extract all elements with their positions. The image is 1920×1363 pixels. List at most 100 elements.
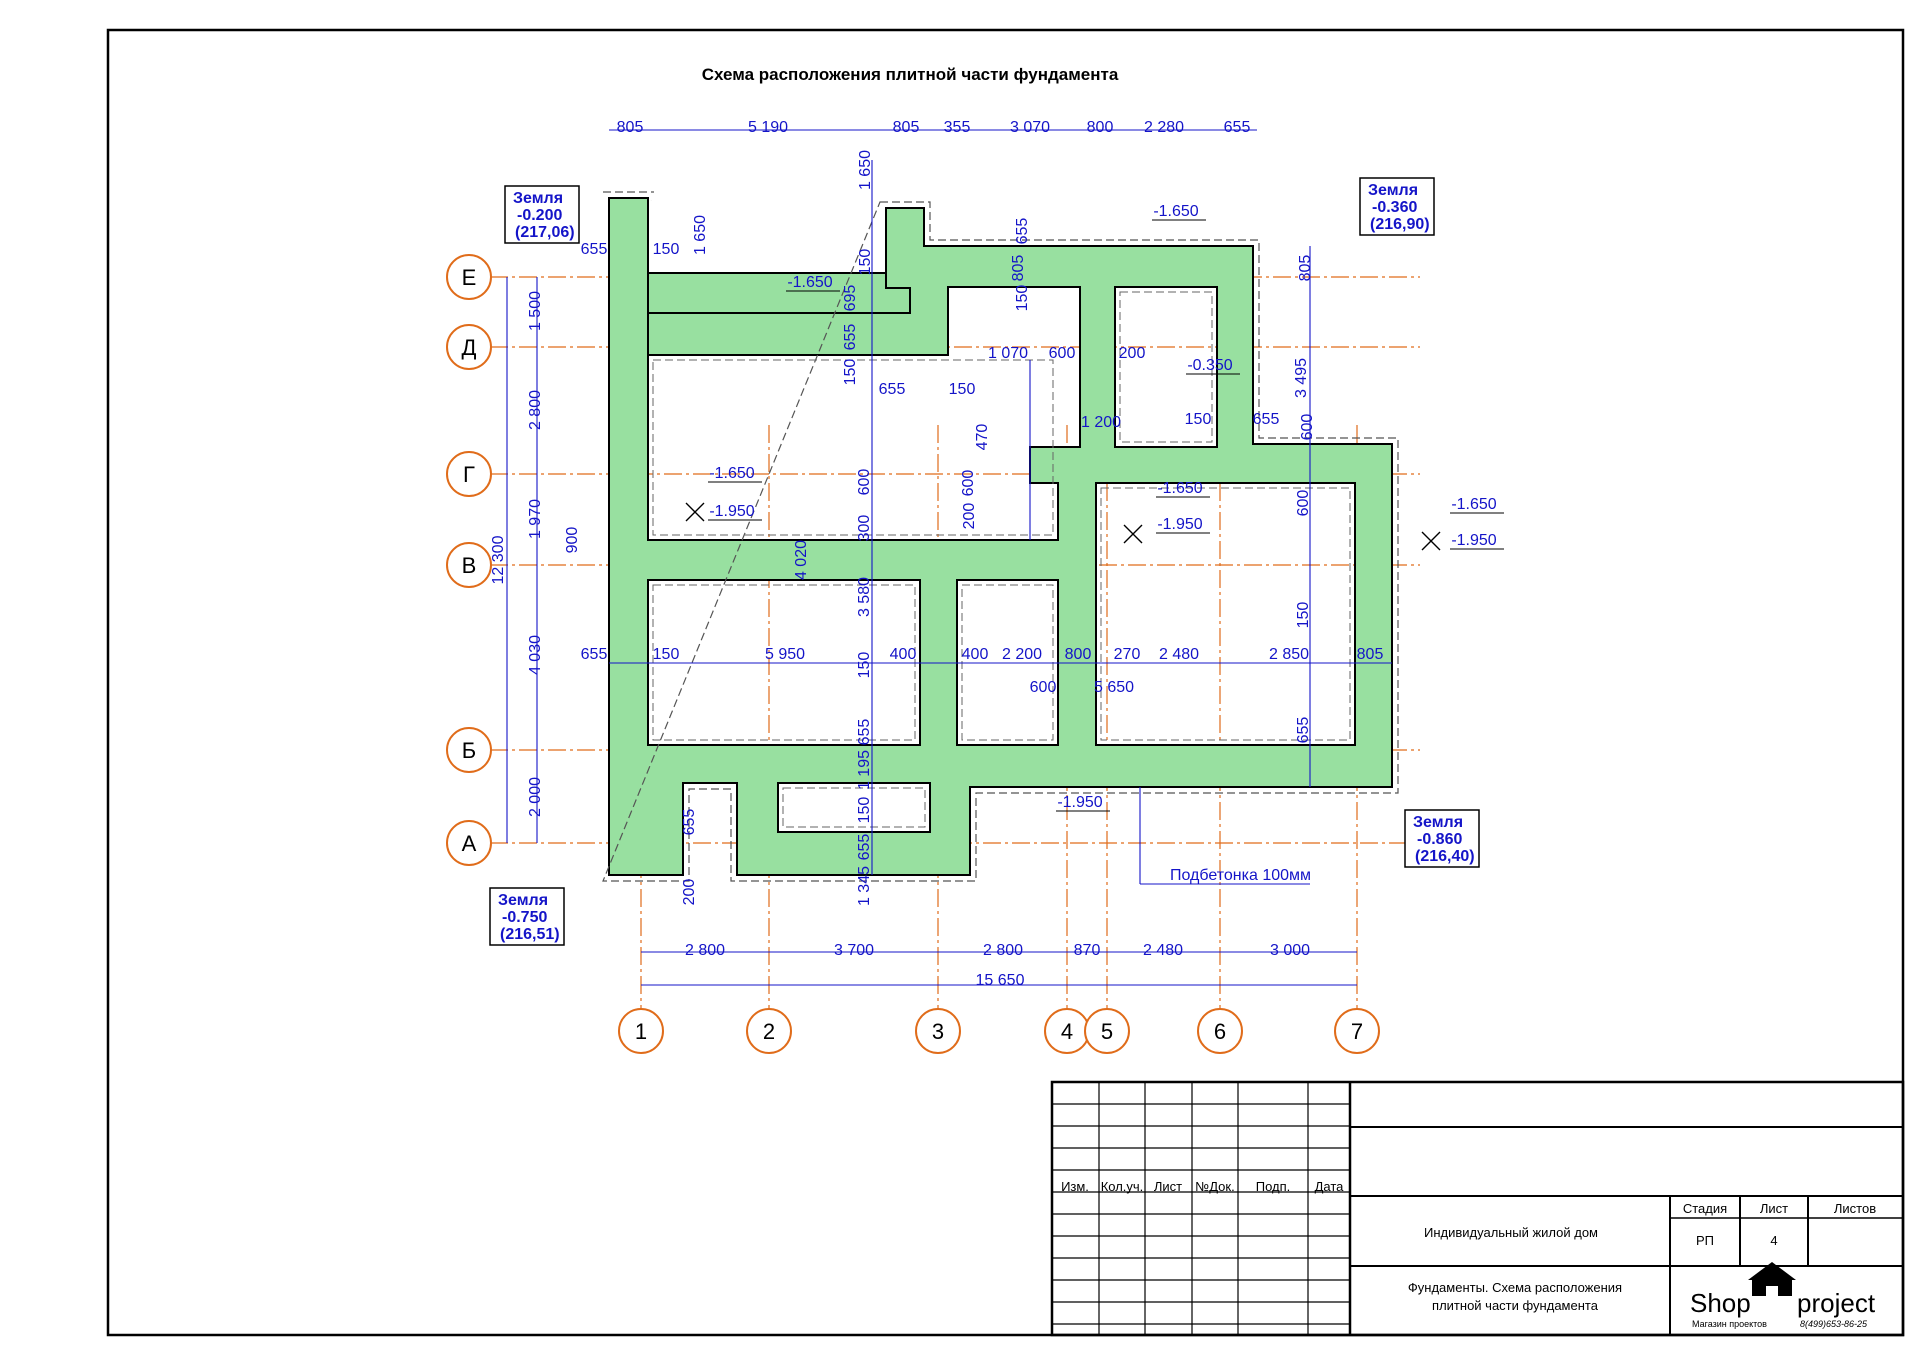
title-block-header: Дата — [1315, 1179, 1345, 1194]
slab-upper-wing — [647, 198, 911, 314]
dim-misc-value: 1 195 — [856, 750, 873, 790]
ground-level: -0.860 — [1417, 831, 1462, 848]
dim-misc-value: 1 345 — [856, 866, 873, 906]
level-value: -1.950 — [1157, 516, 1202, 533]
dim-left-value: 2 800 — [527, 390, 544, 430]
dim-misc-value: 600 — [1299, 414, 1316, 441]
dim-bottom-value: 3 700 — [834, 942, 874, 959]
dim-misc-value: 1 650 — [857, 150, 874, 190]
dim-misc-value: 200 — [1119, 345, 1146, 362]
cross-marker — [1123, 524, 1143, 544]
axis-bubble-letter — [446, 542, 492, 588]
sheet-title-line1: Фундаменты. Схема расположения — [1408, 1280, 1622, 1295]
title-block-header: Изм. — [1061, 1179, 1089, 1194]
ground-level: -0.750 — [502, 909, 547, 926]
level-marks: -1.650-1.650-1.650-1.950-1.650-1.950-1.6… — [685, 203, 1504, 812]
dim-misc-value: 150 — [949, 381, 976, 398]
dim-misc-value: 150 — [842, 359, 859, 386]
axis-label-number: 4 — [1061, 1019, 1073, 1044]
dim-misc-value: 150 — [856, 797, 873, 824]
axis-label-number: 1 — [635, 1019, 647, 1044]
dim-misc-value: 150 — [1014, 285, 1031, 312]
ground-label: Земля — [498, 892, 548, 909]
axis-bubble-number — [618, 1008, 664, 1054]
dim-interior-value: 805 — [1357, 646, 1384, 663]
svg-text:Магазин проектов: Магазин проектов — [1692, 1319, 1767, 1329]
title-block-header: №Док. — [1195, 1179, 1234, 1194]
dim-misc-value: 695 — [842, 285, 859, 312]
cross-marker — [1421, 531, 1441, 551]
axis-label-letter: Г — [463, 462, 475, 487]
dim-misc-value: 655 — [1295, 717, 1312, 744]
title-block-header: Лист — [1154, 1179, 1182, 1194]
dim-top-value: 805 — [893, 119, 920, 136]
ground-label: Земля — [1413, 814, 1463, 831]
level-value: -1.950 — [1451, 532, 1496, 549]
dim-misc-value: 655 — [1014, 218, 1031, 245]
dim-misc-value: 600 — [856, 469, 873, 496]
dim-misc-value: 600 — [1049, 345, 1076, 362]
sheet-frame — [106, 28, 1905, 1337]
dim-interior-value: 400 — [962, 646, 989, 663]
courtyard-cutout — [650, 200, 884, 272]
axis-label-letter: Е — [462, 265, 477, 290]
dim-misc-value: 805 — [1297, 255, 1314, 282]
dim-misc-value: 5 650 — [1094, 679, 1134, 696]
axis-label-number: 6 — [1214, 1019, 1226, 1044]
dim-interior-value: 655 — [581, 646, 608, 663]
project-name: Индивидуальный жилой дом — [1424, 1225, 1598, 1240]
level-mark: -1.950 — [1056, 794, 1110, 812]
axis-label-letter: А — [462, 831, 477, 856]
dim-misc-value: 4 020 — [793, 540, 810, 580]
axis-bubble-number — [915, 1008, 961, 1054]
house-icon — [1748, 1262, 1796, 1296]
sheet-label: Лист — [1760, 1201, 1788, 1216]
dim-misc-value: 600 — [960, 470, 977, 497]
dim-left-value: 4 030 — [527, 635, 544, 675]
dim-misc-value: 655 — [1253, 411, 1280, 428]
dim-misc-value: 200 — [681, 879, 698, 906]
axis-bubble-number — [746, 1008, 792, 1054]
axis-bubble-number — [1084, 1008, 1130, 1054]
level-value: -1.650 — [1153, 203, 1198, 220]
title-block-header: Подп. — [1256, 1179, 1291, 1194]
level-mark: -0.350 — [1186, 357, 1240, 375]
level-mark: -1.650 — [1156, 480, 1210, 498]
axis-bubble-number — [1197, 1008, 1243, 1054]
dim-top-value: 5 190 — [748, 119, 788, 136]
dim-misc-value: 470 — [974, 424, 991, 451]
ground-abs-level: (216,51) — [500, 926, 560, 943]
dim-left-value: 2 000 — [527, 777, 544, 817]
dim-misc-value: 1 200 — [1081, 414, 1121, 431]
dim-bottom-value: 2 800 — [685, 942, 725, 959]
dim-misc-value: 805 — [1010, 255, 1027, 282]
sheet-number: 4 — [1770, 1233, 1777, 1248]
dim-misc-value: 150 — [1185, 411, 1212, 428]
dim-misc-value: 655 — [842, 324, 859, 351]
dim-total-left: 12 300 — [490, 535, 507, 584]
dim-top-value: 2 280 — [1144, 119, 1184, 136]
level-value: -1.650 — [1451, 496, 1496, 513]
svg-text:project: project — [1797, 1288, 1876, 1318]
dim-left-value: 1 970 — [527, 499, 544, 539]
dim-interior-value: 150 — [653, 646, 680, 663]
ground-abs-level: (216,40) — [1415, 848, 1475, 865]
stage-value: РП — [1696, 1233, 1714, 1248]
shop-project-logo: Shop project Магазин проектов 8(499)653-… — [1690, 1262, 1876, 1329]
dim-misc-value: 3 580 — [856, 577, 873, 617]
dim-top-value: 355 — [944, 119, 971, 136]
ground-abs-level: (216,90) — [1370, 216, 1430, 233]
dim-misc-value: 3 495 — [1293, 358, 1310, 398]
axis-label-letter: Д — [462, 335, 477, 360]
dim-misc-value: 600 — [1295, 490, 1312, 517]
level-value: -0.350 — [1187, 357, 1232, 374]
level-value: -1.950 — [1057, 794, 1102, 811]
level-mark: -1.950 — [708, 503, 762, 521]
ground-level: -0.360 — [1372, 199, 1417, 216]
ground-mark-box: Земля-0.860(216,40) — [1404, 809, 1480, 868]
